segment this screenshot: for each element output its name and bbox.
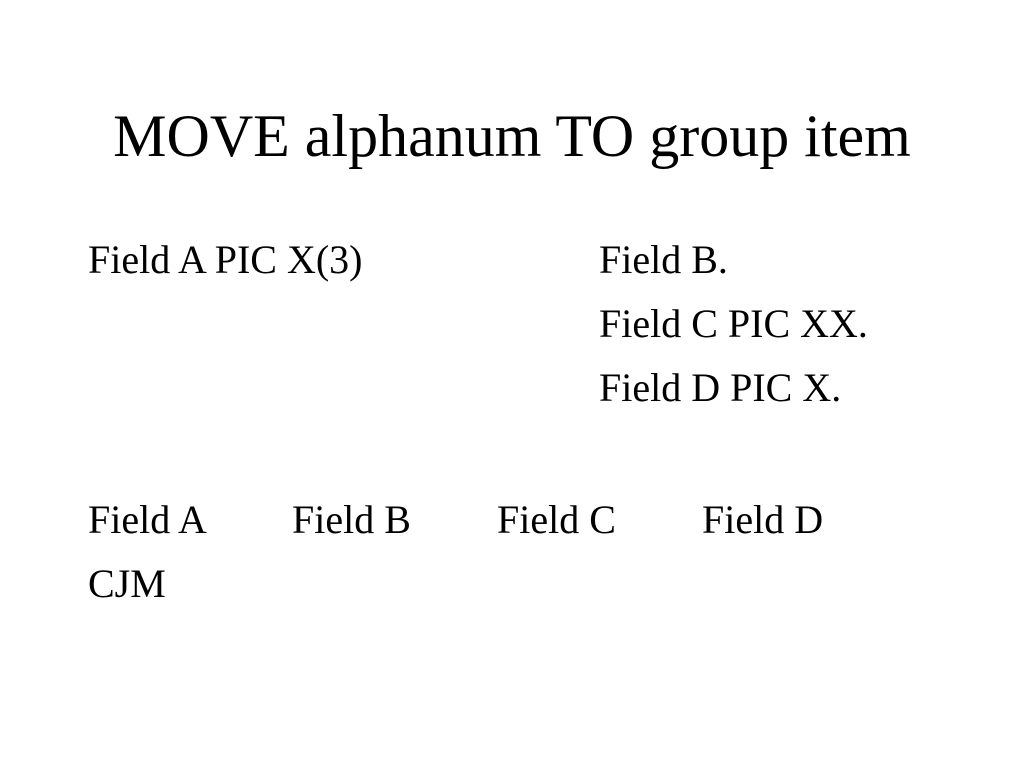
table-header-field-a: Field A	[88, 497, 207, 542]
group-item-header: Field B.	[599, 237, 728, 282]
table-header-field-d: Field D	[702, 497, 824, 542]
field-a-definition: Field A PIC X(3)	[88, 237, 363, 282]
slide-title: MOVE alphanum TO group item	[113, 103, 911, 169]
table-header-field-c: Field C	[497, 497, 616, 542]
group-subfield-c: Field C PIC XX.	[599, 301, 868, 346]
table-header-field-b: Field B	[292, 497, 411, 542]
group-subfield-d: Field D PIC X.	[599, 365, 842, 410]
table-cell-field-a-value: CJM	[88, 561, 166, 606]
